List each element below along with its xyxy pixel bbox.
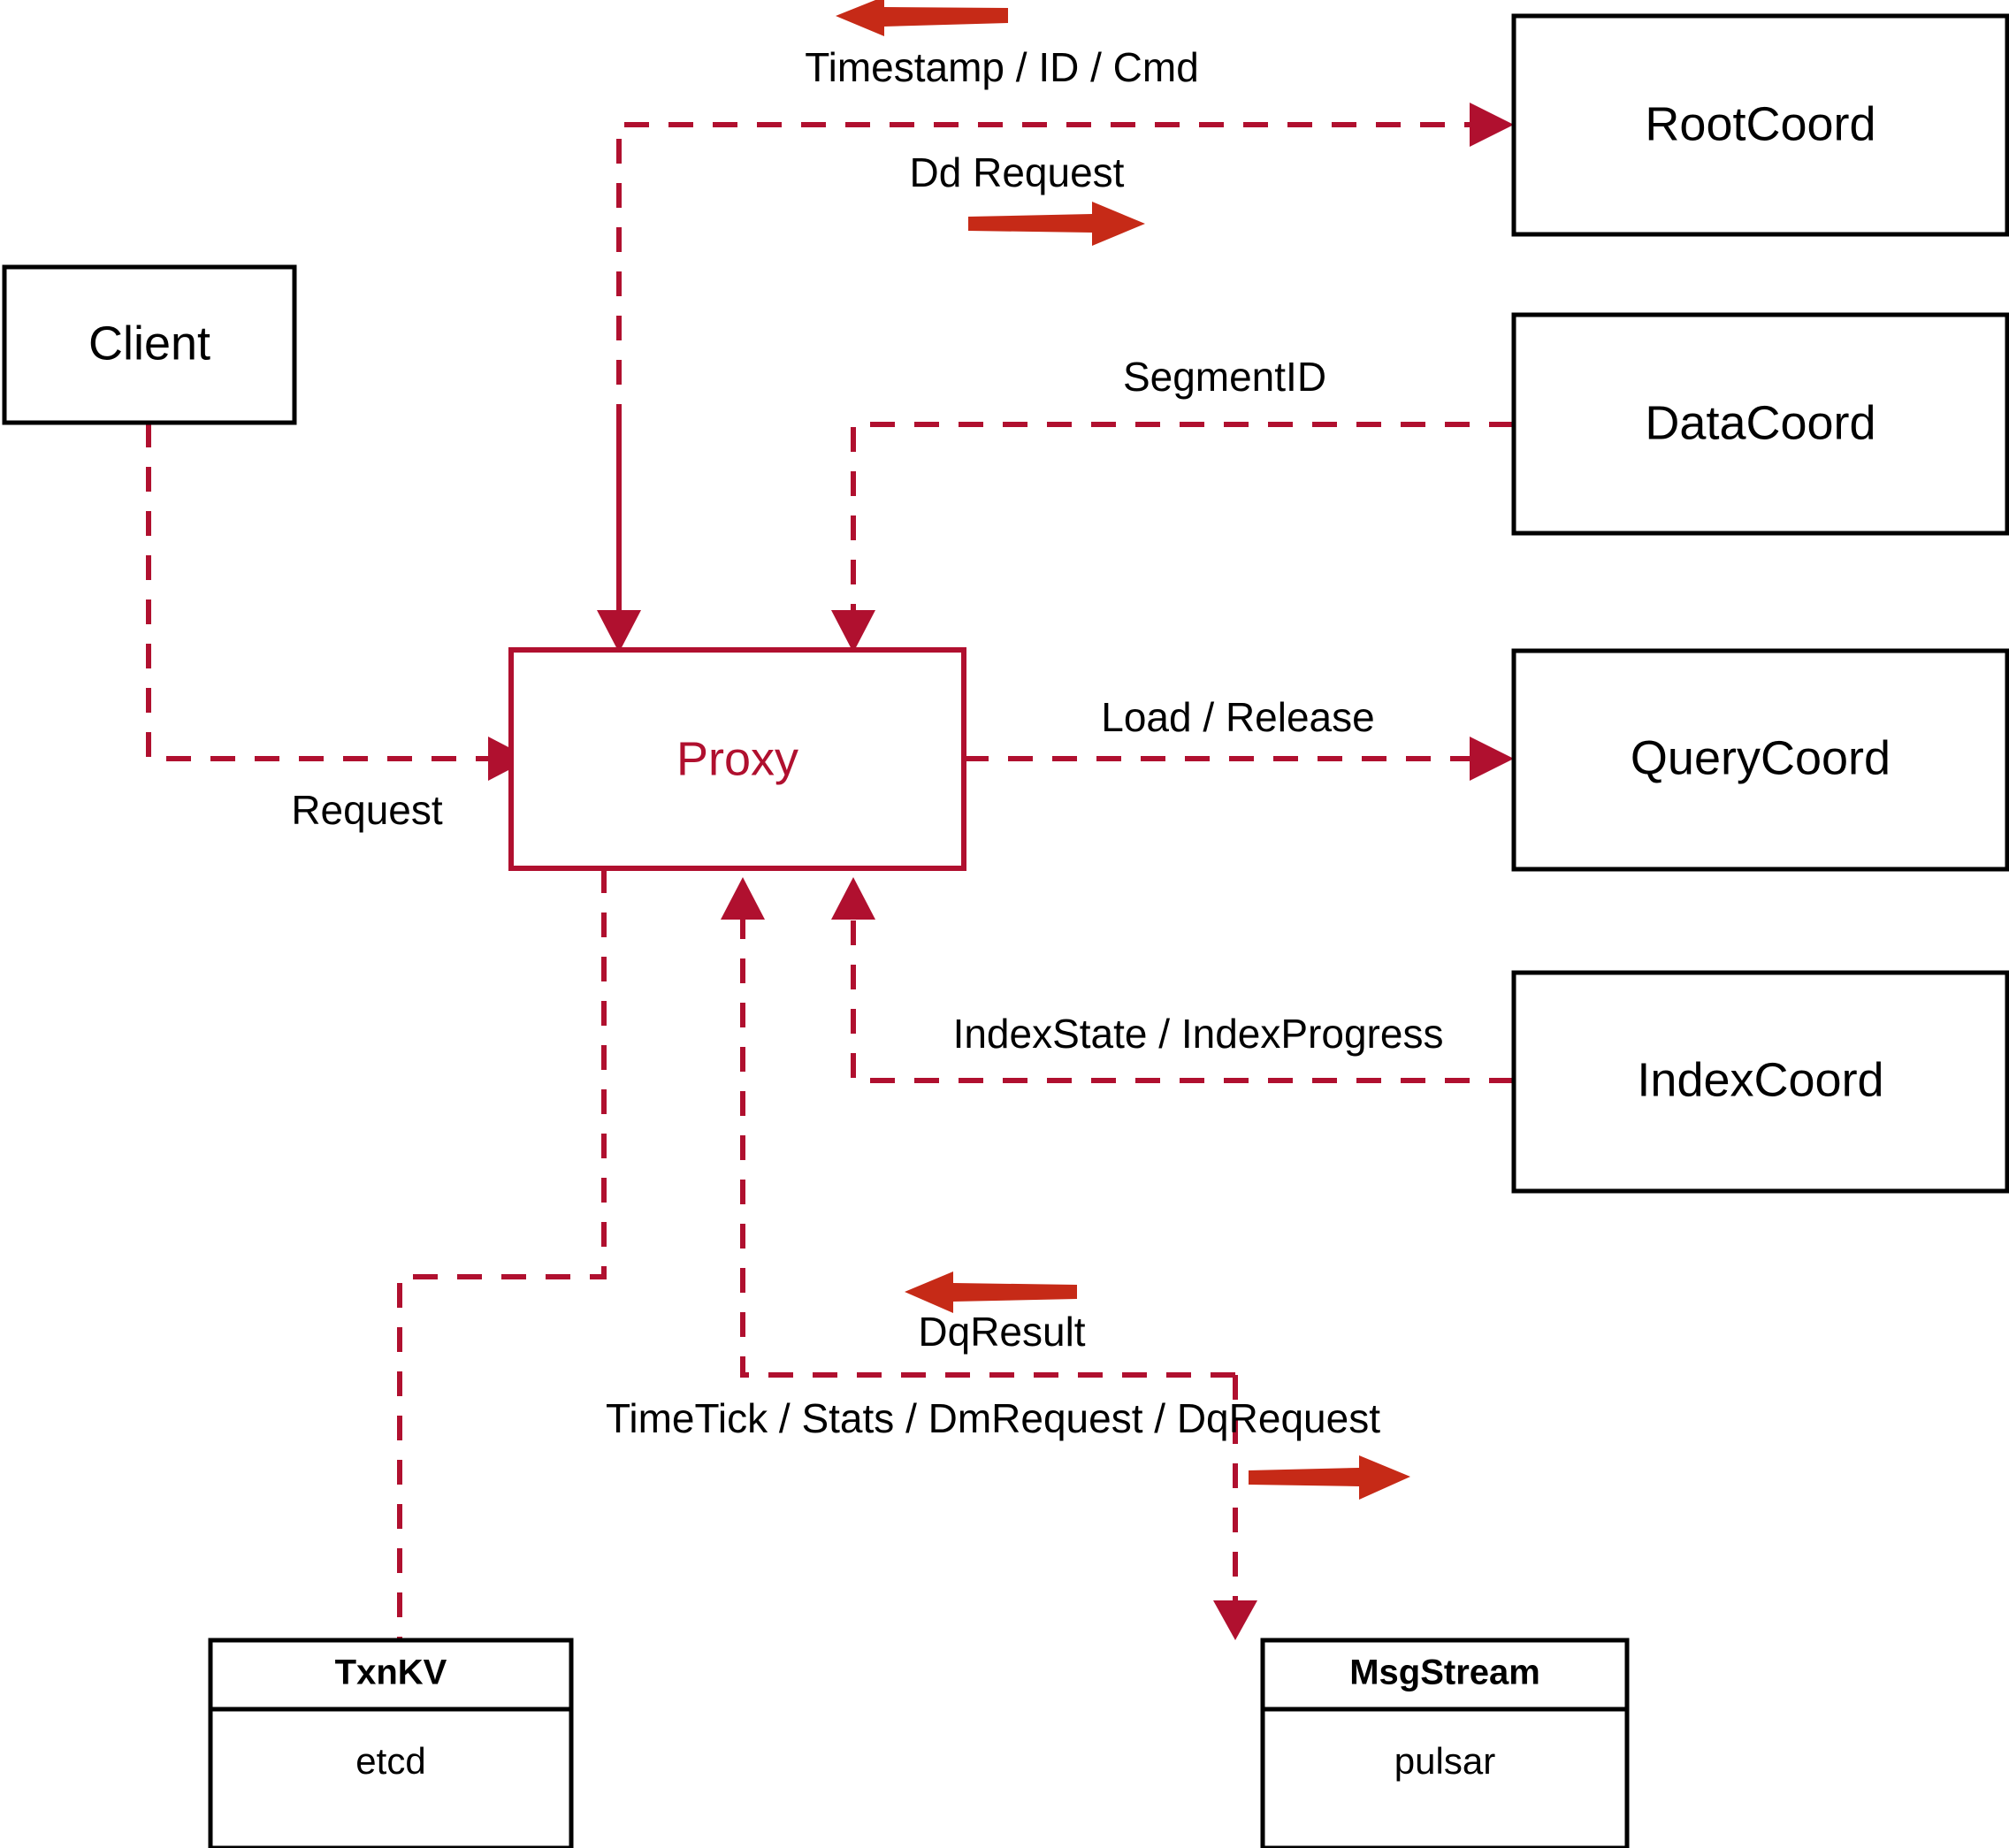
node-index-coord-box xyxy=(1511,970,2009,1194)
edge-index-state-arrowhead xyxy=(831,877,875,920)
node-txn-kv-impl: etcd xyxy=(355,1740,425,1782)
node-root-coord-box xyxy=(1511,13,2009,237)
solid-arrow-timestamp xyxy=(836,0,1008,36)
node-data-coord[interactable]: DataCoord xyxy=(1511,312,2009,536)
edge-segment-id-path xyxy=(851,422,1514,619)
node-client-box xyxy=(2,264,297,425)
edge-dq-result xyxy=(721,877,1235,1378)
edge-label-index-state-progress: IndexState / IndexProgress xyxy=(953,1011,1444,1057)
node-data-coord-label: DataCoord xyxy=(1645,396,1875,449)
node-query-coord[interactable]: QueryCoord xyxy=(1511,648,2009,872)
edge-dd-request xyxy=(597,103,1514,653)
node-msg-stream-title: MsgStream xyxy=(1349,1653,1540,1692)
edge-label-dd-request: Dd Request xyxy=(910,149,1125,195)
edge-label-request: Request xyxy=(291,787,443,833)
node-root-coord[interactable]: RootCoord xyxy=(1511,13,2009,237)
node-proxy-label: Proxy xyxy=(676,732,798,785)
solid-arrow-timetick xyxy=(1249,1455,1410,1500)
edge-load-release-arrowhead xyxy=(1470,737,1514,781)
edge-proxy-txnkv xyxy=(397,868,607,1640)
edge-timetick-arrowhead xyxy=(1213,1600,1257,1640)
edge-segment-id-arrowhead xyxy=(831,610,875,653)
node-query-coord-box xyxy=(1511,648,2009,872)
node-root-coord-label: RootCoord xyxy=(1645,97,1875,150)
edge-dd-request-path xyxy=(616,122,1472,650)
node-txn-kv-title: TxnKV xyxy=(335,1653,447,1692)
edge-request-path xyxy=(146,423,491,761)
node-client-label: Client xyxy=(88,317,210,370)
node-query-coord-label: QueryCoord xyxy=(1631,731,1891,784)
node-txn-kv-box xyxy=(208,1638,574,1848)
edge-index-state-path xyxy=(851,911,1514,1083)
edge-timestamp-arrowhead xyxy=(597,610,641,653)
edge-load-release xyxy=(964,737,1514,781)
edge-label-timetick-stats-dm-dq: TimeTick / Stats / DmRequest / DqRequest xyxy=(606,1395,1380,1441)
edge-index-state xyxy=(831,877,1514,1083)
node-data-coord-box xyxy=(1511,312,2009,536)
edge-dq-result-path xyxy=(740,911,1235,1378)
edge-label-dq-result: DqResult xyxy=(918,1309,1085,1355)
node-index-coord[interactable]: IndexCoord xyxy=(1511,970,2009,1194)
node-msg-stream-box xyxy=(1260,1638,1630,1848)
edge-label-segment-id: SegmentID xyxy=(1123,354,1326,400)
node-proxy[interactable]: Proxy xyxy=(508,647,966,871)
edge-dd-request-arrowhead xyxy=(1470,103,1514,147)
edge-request xyxy=(146,423,531,781)
edge-timetick xyxy=(1213,1375,1257,1640)
edge-segment-id xyxy=(831,422,1514,653)
node-index-coord-label: IndexCoord xyxy=(1637,1053,1883,1106)
edge-dq-result-arrowhead xyxy=(721,877,765,920)
edge-proxy-txnkv-path xyxy=(397,868,607,1640)
edge-label-timestamp-id-cmd: Timestamp / ID / Cmd xyxy=(805,44,1199,90)
solid-arrow-dd-request xyxy=(968,202,1145,246)
node-msg-stream-impl: pulsar xyxy=(1394,1740,1495,1782)
solid-arrow-dq-result xyxy=(905,1271,1077,1313)
node-proxy-box xyxy=(508,647,966,871)
node-msg-stream[interactable]: MsgStream pulsar xyxy=(1260,1638,1630,1848)
edge-label-load-release: Load / Release xyxy=(1101,694,1374,740)
node-client[interactable]: Client xyxy=(2,264,297,425)
node-txn-kv[interactable]: TxnKV etcd xyxy=(208,1638,574,1848)
